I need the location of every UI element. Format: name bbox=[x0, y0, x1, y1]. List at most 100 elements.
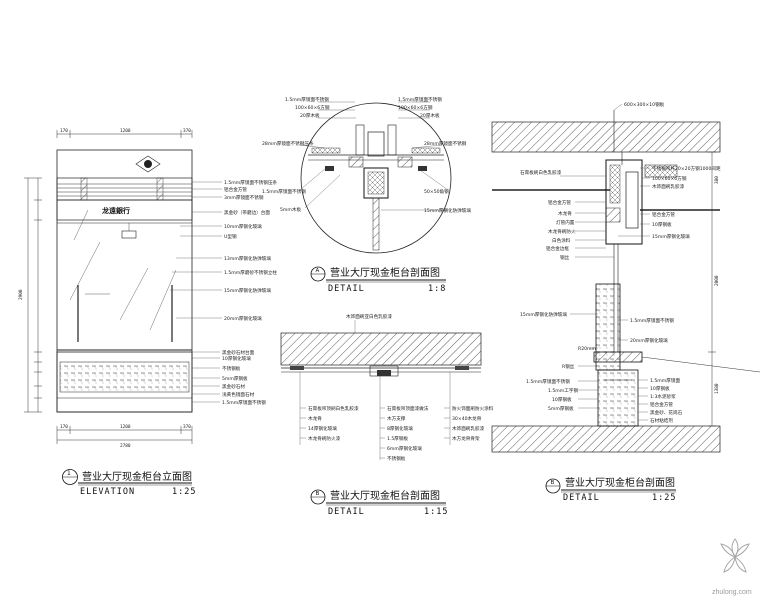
detail-b-marker: B bbox=[316, 491, 320, 497]
detail-c-left-leaders bbox=[560, 175, 614, 258]
watermark: zhulong.com bbox=[712, 538, 752, 596]
elevation-lower-note-4: 5mm厚钢板 bbox=[222, 375, 248, 382]
elevation-sign-text: 龙遠銀行 bbox=[101, 206, 130, 215]
detail-c-low-left-note-1: R钢丝 bbox=[562, 363, 575, 370]
detail-a-note-left-5: 1.5mm厚镜面不锈钢 bbox=[262, 188, 306, 195]
detail-a-scale: 1:8 bbox=[428, 284, 446, 294]
detail-c-left-note-4: 灯管内置 bbox=[556, 219, 575, 226]
detail-c-low-right-note-6: 石材粘结剂 bbox=[650, 417, 673, 424]
detail-c-left-note-8: 钢丝 bbox=[560, 254, 570, 261]
elevation-glass-reflections bbox=[69, 209, 177, 331]
detail-c-right-note-4: 铝合金方管 bbox=[652, 211, 675, 218]
detail-a-note-right-2: 100×60×6方钢 bbox=[398, 104, 433, 111]
elevation-lower-note-1: 黑金砂石材台面 bbox=[222, 349, 255, 356]
elevation-header-band bbox=[56, 177, 193, 201]
detail-a-circle bbox=[300, 102, 452, 254]
detail-c-low-right-note-5: 黑金砂、花岗石 bbox=[650, 409, 683, 416]
detail-c-dim-3: 1380 bbox=[714, 383, 720, 394]
elevation-dim-bottom-1: 170 bbox=[60, 424, 68, 430]
elevation-lower-leaders bbox=[192, 351, 220, 403]
elevation-marker: 1 bbox=[67, 470, 71, 477]
elevation-bottom-dimension bbox=[56, 426, 193, 444]
elevation-lower-note-3: 不锈钢板 bbox=[222, 365, 241, 372]
detail-c-top-note: 600×300×10钢板 bbox=[624, 101, 665, 108]
detail-a-note-left-1: 1.5mm厚镜面不锈钢 bbox=[285, 96, 329, 103]
detail-c-left-note-2: 铝合金方管 bbox=[548, 199, 571, 206]
detail-b-note-11: 防火饰面刷防火涂料 bbox=[452, 405, 494, 412]
elevation-note-9: 15mm厚钢化防弹玻璃 bbox=[224, 287, 271, 294]
detail-c-left-note-6: 白色涂料 bbox=[552, 237, 571, 244]
elevation-note-5: 10mm厚钢化玻璃 bbox=[224, 223, 262, 230]
elevation-lower-note-5: 黑金砂石材 bbox=[222, 383, 245, 390]
elevation-note-7: 13mm厚钢化防弹玻璃 bbox=[224, 255, 271, 262]
elevation-drawing: 170 1200 370 2900 bbox=[18, 128, 277, 497]
elevation-dim-top-3: 370 bbox=[183, 128, 191, 134]
detail-b-top-note: 木饰面刷亚白色乳胶漆 bbox=[346, 313, 392, 320]
detail-a-title: 营业大厅现金柜台剖面图 bbox=[330, 266, 440, 279]
elevation-title: 营业大厅现金柜台立面图 bbox=[82, 470, 192, 483]
detail-b-note-3: 14厚钢化玻璃 bbox=[308, 425, 337, 432]
watermark-logo-icon bbox=[720, 538, 750, 573]
detail-c-drawing: 600×300×10钢板 不锈钢吊杆20×20方钢1000间距 100×60×6… bbox=[491, 101, 760, 503]
detail-c-right-note-1: 不锈钢吊杆20×20方钢1000间距 bbox=[652, 165, 721, 172]
detail-b-drawing: 木饰面刷亚白色乳胶漆 石膏板吊顶刷白色乳胶漆 木龙骨 14厚钢化玻璃 木龙骨刷防… bbox=[280, 313, 494, 517]
detail-b-note-9: 6mm厚钢化玻璃 bbox=[387, 445, 422, 452]
watermark-text: zhulong.com bbox=[712, 589, 752, 596]
detail-a-note-right-3: 20厚木板 bbox=[420, 112, 440, 119]
detail-c-low-left-leaders bbox=[578, 365, 598, 409]
elevation-lower-note-6: 浅黄色镜面石材 bbox=[222, 391, 255, 398]
elevation-stone-panel bbox=[59, 361, 190, 393]
detail-a-note-right-6: 15mm厚钢化防弹玻璃 bbox=[424, 207, 471, 214]
elevation-dim-total: 2780 bbox=[120, 443, 131, 449]
detail-c-low-left-note-2: 1.5mm厚镜面不锈钢 bbox=[526, 378, 570, 385]
detail-c-dim-1: 380 bbox=[714, 176, 720, 184]
detail-c-marker: B bbox=[551, 480, 555, 486]
detail-a-note-left-6: 5mm木板 bbox=[280, 206, 301, 213]
elevation-sign-band bbox=[56, 199, 193, 221]
elevation-note-8: 1.5mm厚磨砂不锈钢立柱 bbox=[224, 269, 277, 276]
elevation-hanging-plate bbox=[121, 230, 137, 239]
detail-b-note-12: 30×40木龙骨 bbox=[452, 415, 482, 422]
elevation-dim-top-1: 170 bbox=[60, 128, 68, 134]
detail-c-left-note-3: 木龙骨 bbox=[558, 210, 572, 217]
detail-b-note-2: 木龙骨 bbox=[308, 415, 322, 422]
detail-c-right-note-2: 100×60×6方钢 bbox=[652, 175, 687, 182]
detail-b-note-14: 木方龙骨骨架 bbox=[452, 435, 480, 442]
elevation-leader-lines bbox=[170, 181, 222, 319]
detail-b-note-8: 1.5厚钢板 bbox=[387, 435, 408, 442]
elevation-dim-left: 2900 bbox=[18, 289, 24, 300]
detail-b-title-block: B 营业大厅现金柜台剖面图 DETAIL 1:15 bbox=[310, 489, 447, 517]
elevation-title-block: 1 营业大厅现金柜台立面图 ELEVATION 1:25 bbox=[62, 469, 195, 497]
detail-b-note-6: 木方支撑 bbox=[387, 415, 406, 422]
detail-c-left-note-5: 木龙骨刷防火 bbox=[548, 228, 576, 235]
detail-c-low-left-note-4: 10厚钢板 bbox=[552, 396, 572, 403]
detail-c-title-block: B 营业大厅现金柜台剖面图 DETAIL 1:25 bbox=[545, 476, 676, 503]
detail-c-low-left-note-5: 5mm厚钢板 bbox=[548, 405, 574, 412]
detail-b-note-4: 木龙骨刷防火漆 bbox=[308, 435, 341, 442]
detail-c-right-note-5: 10厚钢板 bbox=[652, 221, 672, 228]
detail-c-title: 营业大厅现金柜台剖面图 bbox=[565, 476, 675, 489]
elevation-dim-top-2: 1200 bbox=[120, 128, 131, 134]
elevation-lower-note-7: 1.5mm厚镜面不锈钢 bbox=[222, 399, 266, 406]
elevation-subtitle: ELEVATION bbox=[80, 487, 135, 497]
detail-c-mid-note-4: R20mm bbox=[578, 346, 597, 352]
detail-a-note-left-4: 28mm厚镜面不锈钢压条 bbox=[262, 140, 314, 147]
detail-c-subtitle: DETAIL bbox=[563, 493, 600, 503]
detail-c-counter-top bbox=[593, 351, 643, 363]
detail-a-glass bbox=[372, 197, 380, 251]
elevation-post-right bbox=[156, 177, 164, 201]
elevation-dim-bottom-2: 1200 bbox=[120, 424, 131, 430]
detail-a-title-block: A 营业大厅现金柜台剖面图 DETAIL 1:8 bbox=[310, 266, 446, 294]
detail-a-note-left-2: 100×60×6方钢 bbox=[295, 104, 330, 111]
detail-b-slab bbox=[280, 332, 482, 366]
detail-c-low-left-note-3: 1.5mm工字钢 bbox=[548, 387, 578, 394]
detail-a-leaders bbox=[299, 101, 449, 211]
detail-c-mid-note-1: 15mm厚钢化防弹玻璃 bbox=[520, 311, 567, 318]
elevation-note-3: 3mm厚镜面不锈钢 bbox=[224, 194, 264, 201]
detail-c-right-note-6: 15mm厚钢化玻璃 bbox=[652, 233, 690, 240]
detail-c-ceiling-slab bbox=[491, 121, 721, 153]
detail-c-low-right-note-4: 铝合金方管 bbox=[650, 401, 673, 408]
detail-c-mid-note-3: 20mm厚钢化玻璃 bbox=[630, 337, 668, 344]
detail-c-mid-leaders bbox=[570, 313, 628, 349]
